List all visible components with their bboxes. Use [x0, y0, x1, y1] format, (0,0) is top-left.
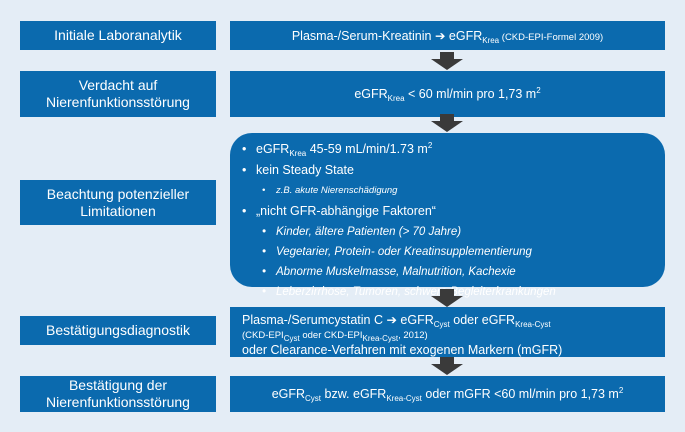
content-text: eGFRKrea < 60 ml/min pro 1,73 m2	[354, 86, 541, 103]
sub-list-item: Leberzirrhose, Tumoren, schwere Begleite…	[242, 284, 651, 300]
step-label-text: Initiale Laboranalytik	[54, 27, 182, 43]
down-arrow-icon	[431, 289, 463, 307]
step-label-line1: Beachtung potenzieller	[46, 185, 190, 202]
list-item: kein Steady State	[242, 162, 651, 178]
step-limitations-content: eGFRKrea 45-59 mL/min/1.73 m2 kein Stead…	[230, 133, 665, 300]
step-suspicion-content: eGFRKrea < 60 ml/min pro 1,73 m2	[230, 71, 665, 117]
step-label-line2: Nierenfunktionsstörung	[46, 94, 190, 110]
step-label-text: Bestätigungsdiagnostik	[46, 322, 190, 338]
step-suspicion-label: Verdacht auf Nierenfunktionsstörung	[20, 71, 216, 117]
step-label-line1: Bestätigung der	[68, 377, 168, 393]
content-text: Plasma-/Serum-Kreatinin ➔ eGFRKrea (CKD-…	[291, 29, 604, 45]
step-limitations-label: Beachtung potenzieller Limitationen	[20, 180, 216, 225]
step-label-line2: Limitationen	[80, 202, 156, 219]
down-arrow-icon	[431, 114, 463, 132]
step-confirmation-diagnostics-content: Plasma-/Serumcystatin C ➔ eGFRCyst oder …	[230, 307, 665, 357]
step-confirmation-label: Bestätigung der Nierenfunktionsstörung	[20, 376, 216, 412]
list-item: eGFRKrea 45-59 mL/min/1.73 m2	[242, 141, 651, 158]
step-label-line1: Verdacht auf	[78, 77, 158, 93]
sub-list-item: Kinder, ältere Patienten (> 70 Jahre)	[242, 224, 651, 240]
step-confirmation-content: eGFRCyst bzw. eGFRKrea-Cyst oder mGFR <6…	[230, 376, 665, 412]
sub-list-item: z.B. akute Nierenschädigung	[242, 183, 651, 199]
step-initial-lab-content: Plasma-/Serum-Kreatinin ➔ eGFRKrea (CKD-…	[230, 21, 665, 50]
content-line-2: (CKD-EPICyst oder CKD-EPIKrea-Cyst, 2012…	[242, 330, 428, 343]
sub-list-item: Vegetarier, Protein- oder Kreatinsupplem…	[242, 244, 651, 260]
sub-list-item: Abnorme Muskelmasse, Malnutrition, Kache…	[242, 264, 651, 280]
down-arrow-icon	[431, 357, 463, 375]
step-label-line2: Nierenfunktionsstörung	[46, 394, 190, 410]
content-text: eGFRCyst bzw. eGFRKrea-Cyst oder mGFR <6…	[271, 386, 624, 403]
content-line-1: Plasma-/Serumcystatin C ➔ eGFRCyst oder …	[242, 313, 551, 329]
step-initial-lab-label: Initiale Laboranalytik	[20, 21, 216, 50]
step-confirmation-diagnostics-label: Bestätigungsdiagnostik	[20, 316, 216, 345]
limitations-list: eGFRKrea 45-59 mL/min/1.73 m2 kein Stead…	[242, 141, 651, 300]
list-item: „nicht GFR-abhängige Faktoren“	[242, 203, 651, 219]
content-line-3: oder Clearance-Verfahren mit exogenen Ma…	[242, 343, 563, 357]
down-arrow-icon	[431, 52, 463, 70]
